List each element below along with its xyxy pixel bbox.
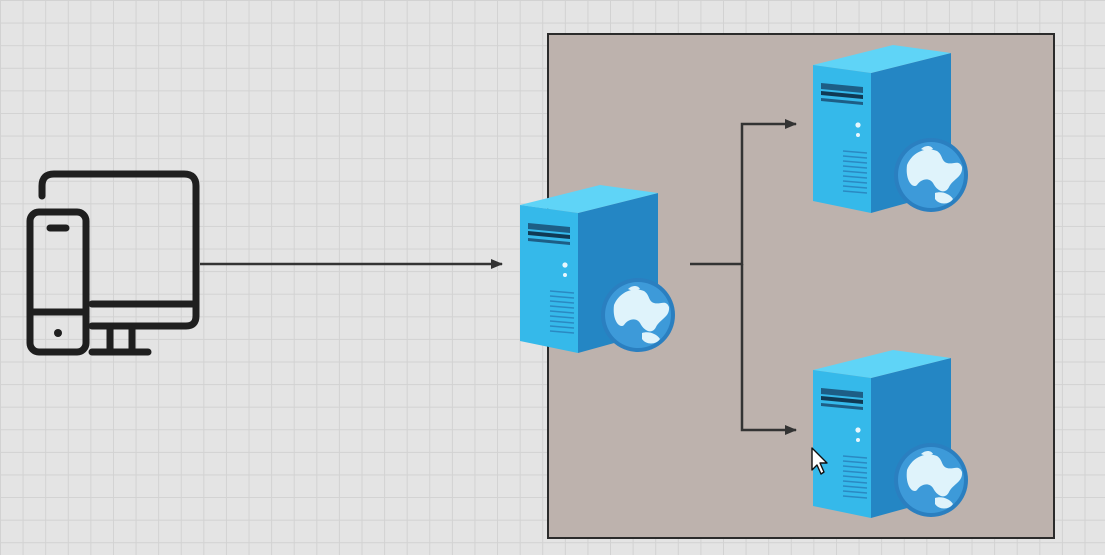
backend-server-2-icon: [812, 349, 969, 519]
mouse-pointer-icon: [811, 447, 828, 475]
connector-entry-to-backend-2: [740, 264, 797, 435]
connector-entry-to-backend-1: [690, 119, 797, 266]
entry-server-icon: [519, 184, 676, 354]
desktop-and-mobile-icon: [26, 170, 200, 356]
backend-server-1-icon: [812, 44, 969, 214]
